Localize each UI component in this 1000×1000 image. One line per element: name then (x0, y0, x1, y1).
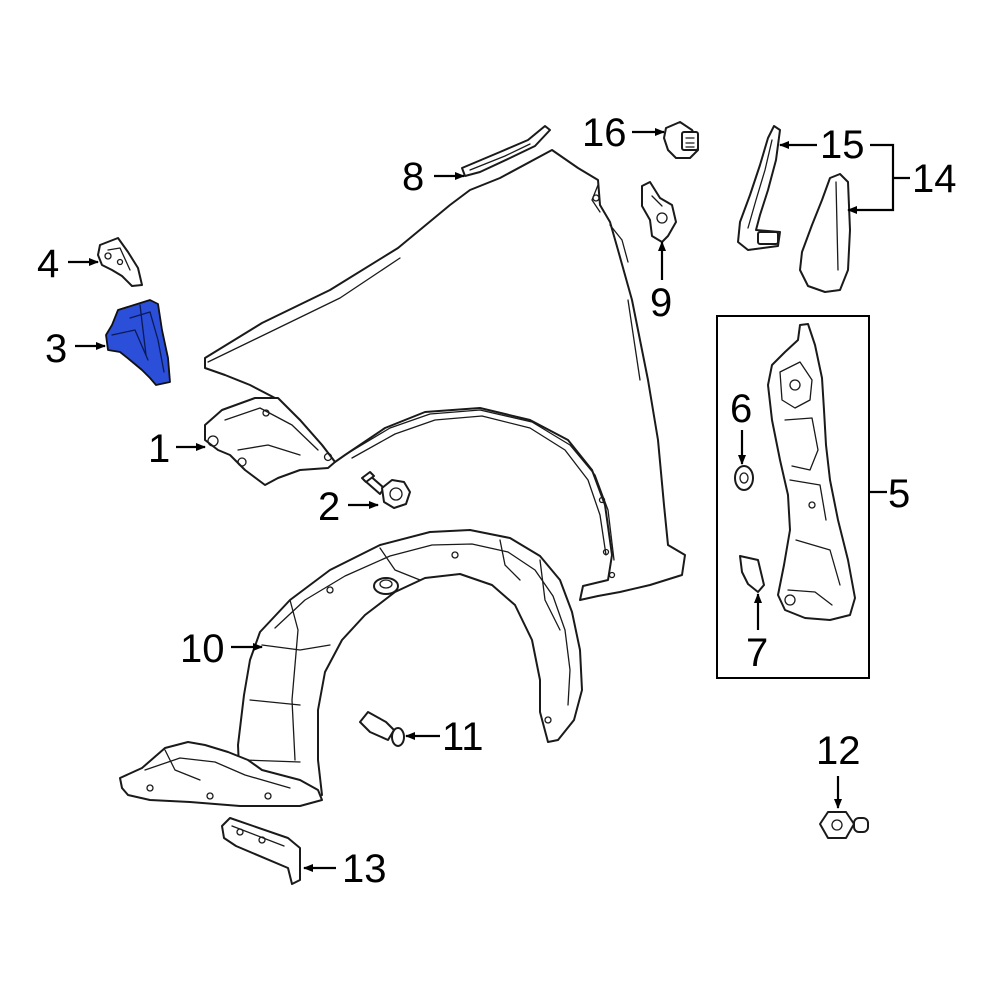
part-small-bracket[interactable] (97, 237, 143, 287)
group-box-5 (716, 315, 870, 679)
part-seal-strip[interactable] (737, 125, 781, 251)
fender-front-bracket[interactable] (204, 397, 336, 486)
part-side-garnish[interactable] (799, 173, 851, 293)
part-bracket-plate[interactable] (221, 817, 301, 885)
callout-10: 10 (180, 627, 225, 671)
highlighted-bracket-shape (105, 299, 171, 386)
callout-8: 8 (402, 155, 424, 199)
leader-lines (68, 128, 910, 872)
callout-3: 3 (45, 327, 67, 371)
part-pad[interactable] (739, 555, 765, 593)
part-top-seal[interactable] (461, 125, 551, 177)
part-liner-undertray[interactable] (119, 741, 323, 807)
part-push-clip[interactable] (359, 711, 405, 747)
part-upper-bracket[interactable] (641, 181, 677, 243)
part-wheel-liner[interactable] (237, 529, 583, 803)
part-fender[interactable] (204, 149, 686, 601)
callout-2: 2 (318, 485, 340, 529)
callout-5: 5 (888, 472, 910, 516)
callout-7: 7 (746, 631, 768, 675)
callout-15: 15 (820, 123, 865, 167)
part-fastener[interactable] (819, 811, 869, 839)
part-clip[interactable] (663, 121, 699, 159)
callout-labels: 1 2 3 4 5 6 7 8 9 10 11 12 13 14 15 16 (37, 111, 957, 891)
callout-9: 9 (650, 281, 672, 325)
callout-1: 1 (148, 427, 170, 471)
callout-16: 16 (582, 111, 627, 155)
callout-6: 6 (730, 387, 752, 431)
callout-13: 13 (342, 847, 387, 891)
callout-14: 14 (912, 157, 957, 201)
part-bolt[interactable] (361, 471, 411, 509)
part-inner-panel[interactable] (767, 323, 856, 621)
callout-11: 11 (442, 715, 484, 759)
callout-4: 4 (37, 242, 59, 286)
part-highlighted-bracket[interactable] (105, 299, 171, 386)
callout-12: 12 (816, 729, 861, 773)
part-washer[interactable] (734, 465, 754, 491)
